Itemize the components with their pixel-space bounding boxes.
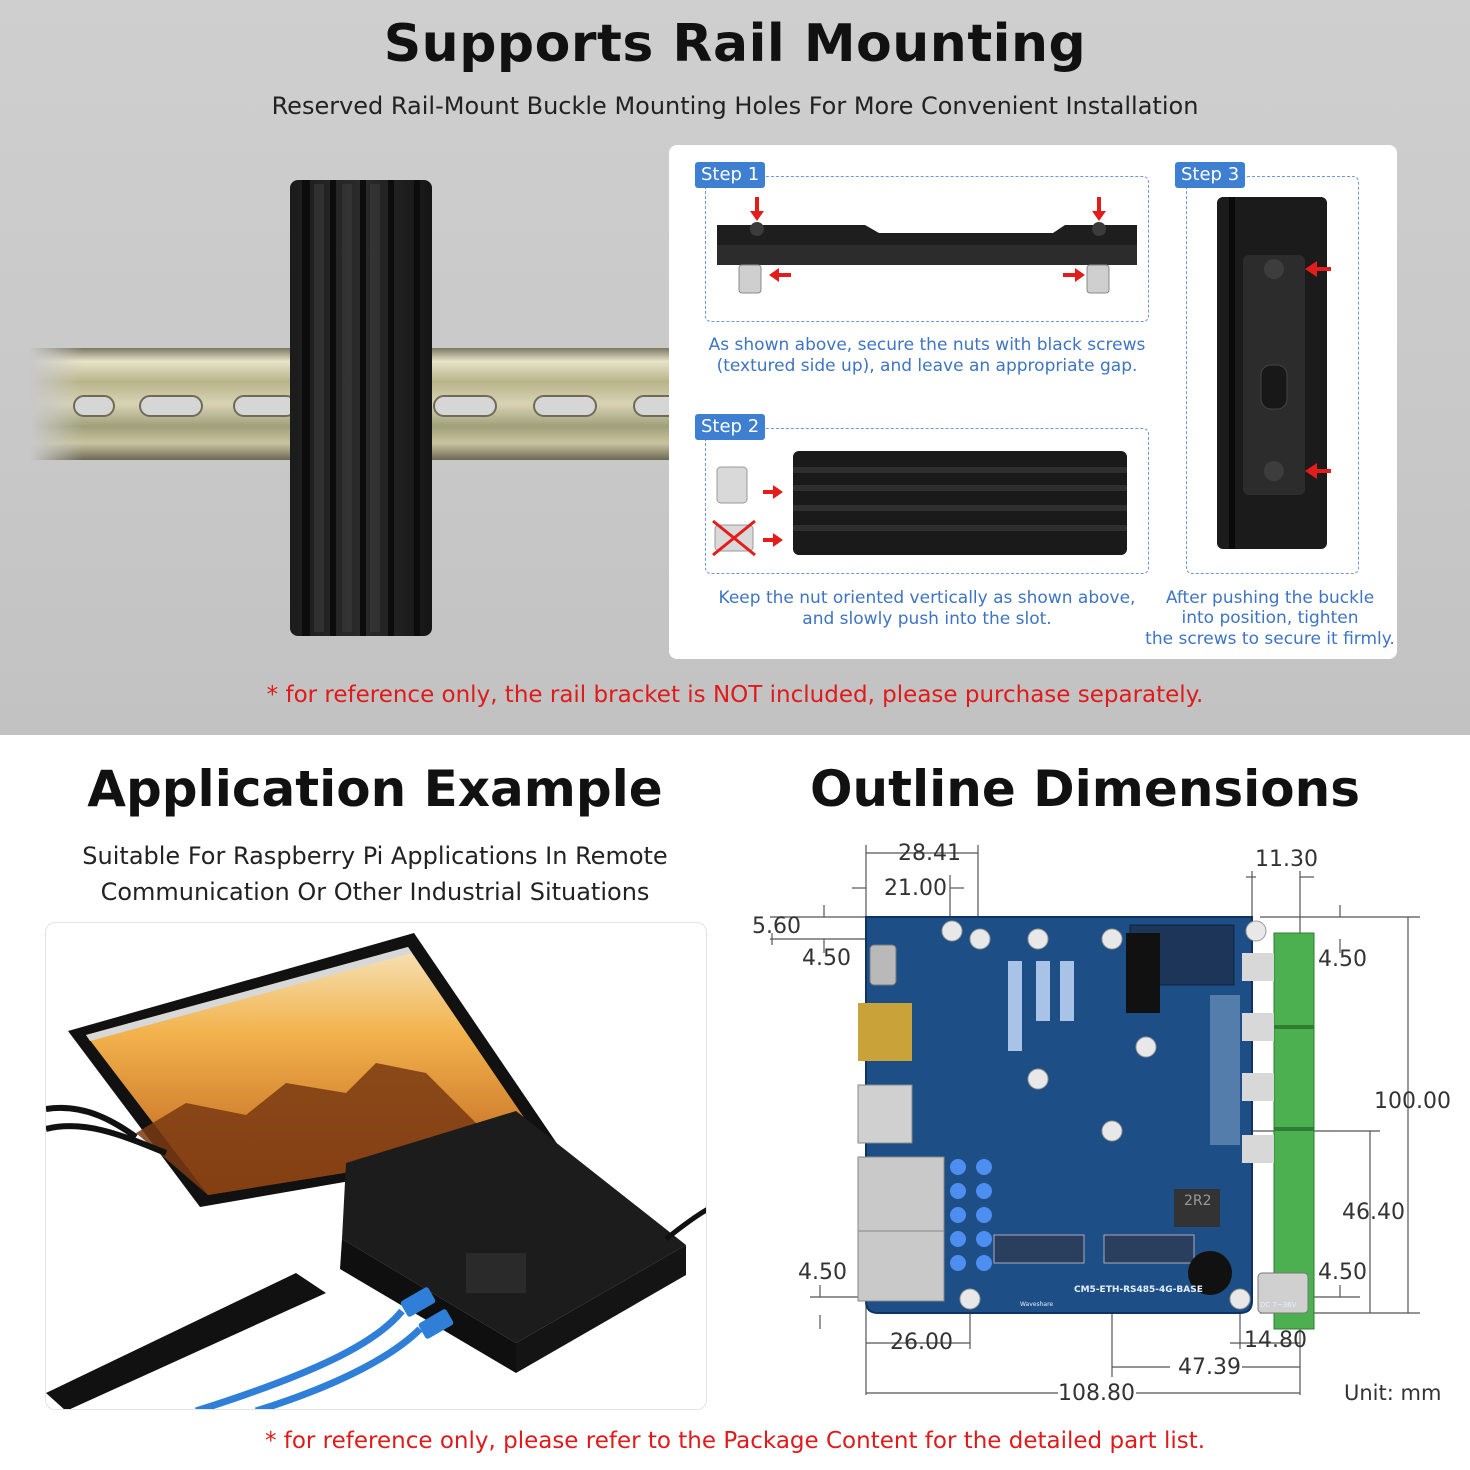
dim-28-41: 28.41	[898, 841, 961, 866]
dim-46-40: 46.40	[1342, 1200, 1405, 1225]
step-2-text-line1: Keep the nut oriented vertically as show…	[718, 588, 1136, 608]
step-1-tag: Step 1	[695, 162, 766, 188]
dim-108-80: 108.80	[1058, 1381, 1135, 1406]
display-and-enclosure-illustration	[46, 933, 706, 1409]
dimensions-drawing: 28.41 21.00 11.30 5.60 4.50 4.50 100.00 …	[740, 835, 1460, 1415]
pcb-brand-silkscreen: Waveshare	[1020, 1301, 1054, 1308]
application-subtitle-line1: Suitable For Raspberry Pi Applications I…	[82, 842, 668, 870]
dim-26-00: 26.00	[890, 1330, 953, 1355]
step-2-text-line2: and slowly push into the slot.	[802, 609, 1052, 629]
unit-label: Unit: mm	[1344, 1381, 1442, 1405]
installation-steps-card: Step 1 As shown above, secure the nuts w…	[669, 145, 1397, 659]
pcb-model-silkscreen: CM5-ETH-RS485-4G-BASE	[1074, 1285, 1203, 1295]
package-content-note: * for reference only, please refer to th…	[264, 1428, 1206, 1454]
dim-4-50-top-left: 4.50	[802, 946, 851, 971]
rail-mounting-section: Supports Rail Mounting Reserved Rail-Mou…	[0, 0, 1470, 735]
application-subtitle: Suitable For Raspberry Pi Applications I…	[40, 838, 710, 910]
step-1-box	[705, 176, 1149, 322]
dim-47-39: 47.39	[1178, 1355, 1241, 1380]
dim-4-50-top-right: 4.50	[1318, 947, 1367, 972]
application-photo	[45, 922, 707, 1410]
pcb-power-silkscreen: DC 7~36V	[1260, 1301, 1297, 1309]
step-3-tag: Step 3	[1175, 162, 1246, 188]
step-3-text-line3: the screws to secure it firmly.	[1145, 629, 1395, 649]
dim-4-50-bottom-right: 4.50	[1318, 1260, 1367, 1285]
rail-section-title: Supports Rail Mounting	[383, 14, 1087, 74]
dim-100-00: 100.00	[1374, 1089, 1451, 1114]
dim-5-60: 5.60	[752, 914, 801, 939]
step-2-tag: Step 2	[695, 414, 766, 440]
step-3-text-line2: into position, tighten	[1181, 608, 1359, 628]
step-3-box	[1186, 176, 1359, 574]
dim-11-30: 11.30	[1255, 847, 1318, 872]
step-1-illustration	[717, 197, 1137, 294]
rail-section-subtitle: Reserved Rail-Mount Buckle Mounting Hole…	[271, 92, 1199, 120]
step-1-text-line2: (textured side up), and leave an appropr…	[716, 356, 1138, 376]
pcb-dimension-drawing	[770, 845, 1420, 1395]
application-subtitle-line2: Communication Or Other Industrial Situat…	[100, 878, 650, 906]
din-rail-illustration	[30, 180, 690, 636]
step-2-illustration	[712, 451, 1127, 557]
application-title: Application Example	[87, 760, 663, 818]
dimensions-title: Outline Dimensions	[809, 760, 1361, 818]
step-2-box	[705, 428, 1149, 574]
dim-4-50-bottom-left: 4.50	[798, 1260, 847, 1285]
rail-bracket-note: * for reference only, the rail bracket i…	[266, 682, 1204, 708]
dim-14-80: 14.80	[1244, 1328, 1307, 1353]
step-1-text-line1: As shown above, secure the nuts with bla…	[708, 335, 1146, 355]
step-3-illustration	[1217, 197, 1331, 549]
pcb-chip-marking: 2R2	[1184, 1193, 1212, 1209]
dim-21-00: 21.00	[884, 876, 947, 901]
step-3-text-line1: After pushing the buckle	[1165, 588, 1375, 608]
